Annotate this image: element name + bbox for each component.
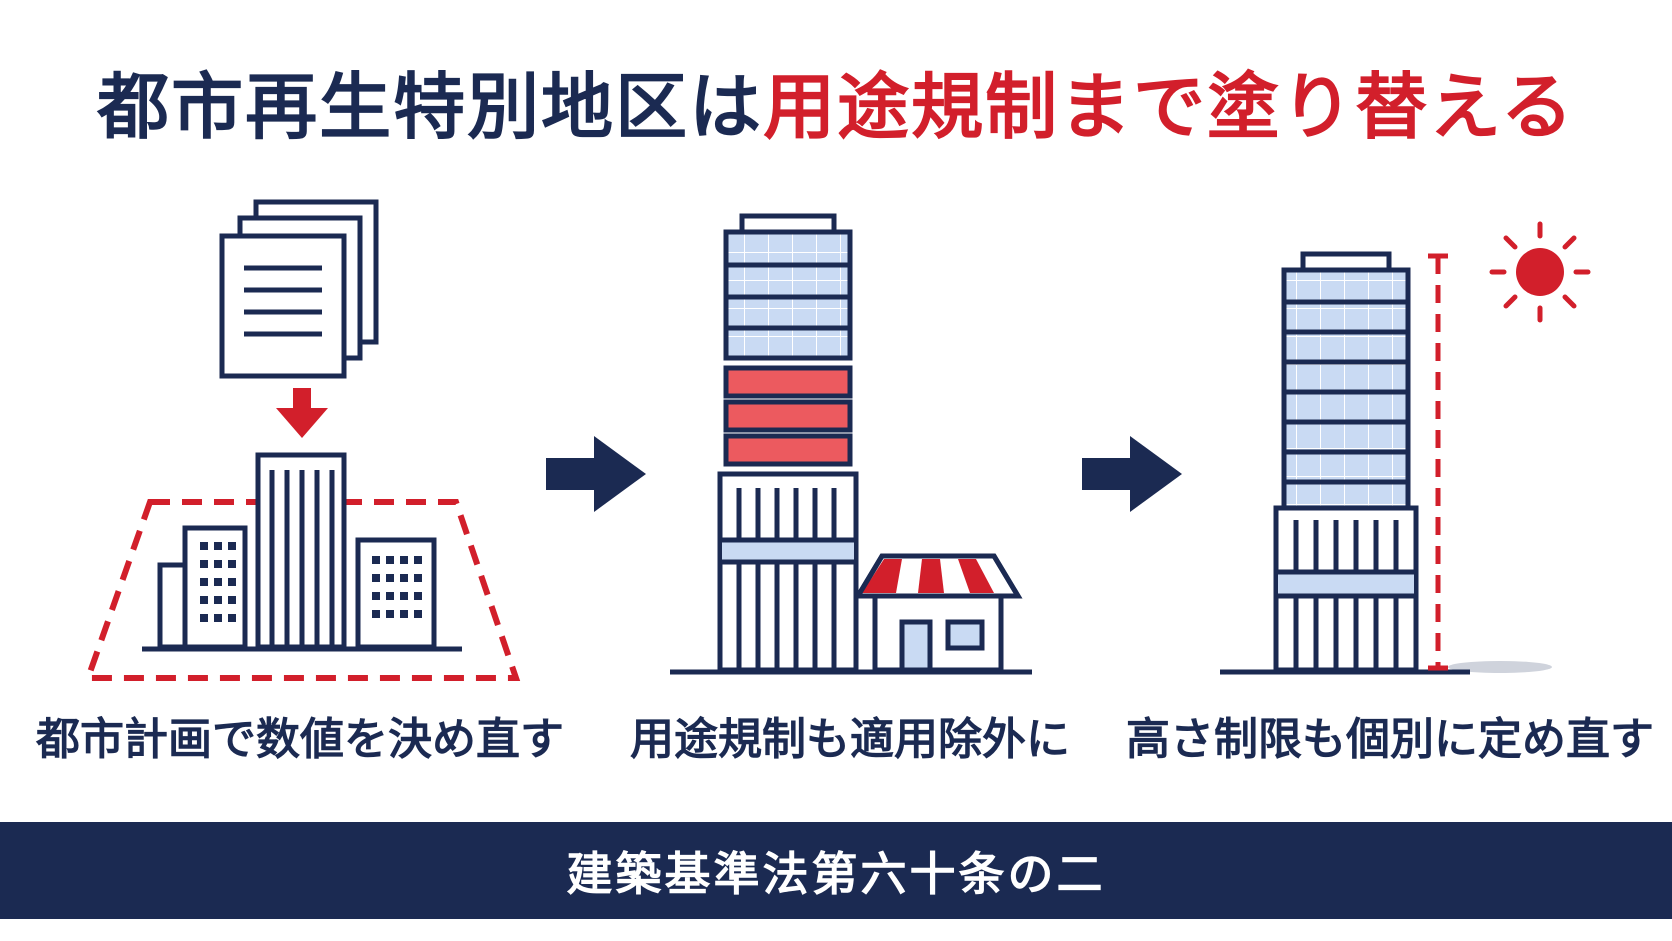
- title-part-2: 用途規制まで塗り替える: [763, 65, 1575, 149]
- title-part-1: 都市再生特別地区は: [97, 65, 764, 149]
- sun-icon: [1489, 221, 1591, 323]
- district-buildings-icon: [142, 452, 462, 652]
- tower-shadow: [1448, 661, 1552, 673]
- step-2-caption: 用途規制も適用除外に: [630, 714, 1070, 765]
- footer-label: 建築基準法第六十条の二: [566, 846, 1106, 901]
- next-arrow-icon: [546, 436, 646, 512]
- footer: 建築基準法第六十条の二: [0, 822, 1672, 919]
- shop-icon: [853, 553, 1023, 673]
- footer-band: [0, 822, 1672, 919]
- document-stack-icon: [219, 199, 379, 379]
- district-boundary: [83, 499, 521, 681]
- height-limit-line: [1428, 253, 1448, 671]
- mixed-use-tower-icon: [717, 213, 859, 673]
- down-arrow-icon: [276, 388, 328, 438]
- page-title: 都市再生特別地区は用途規制まで塗り替える: [0, 62, 1672, 152]
- document-to-district-icon: [83, 199, 521, 681]
- step-1-caption: 都市計画で数値を決め直す: [36, 714, 564, 765]
- step-3-caption: 高さ制限も個別に定め直す: [1126, 714, 1654, 765]
- next-arrow-icon: [1082, 436, 1182, 512]
- tall-tower-height-icon: [1273, 251, 1419, 673]
